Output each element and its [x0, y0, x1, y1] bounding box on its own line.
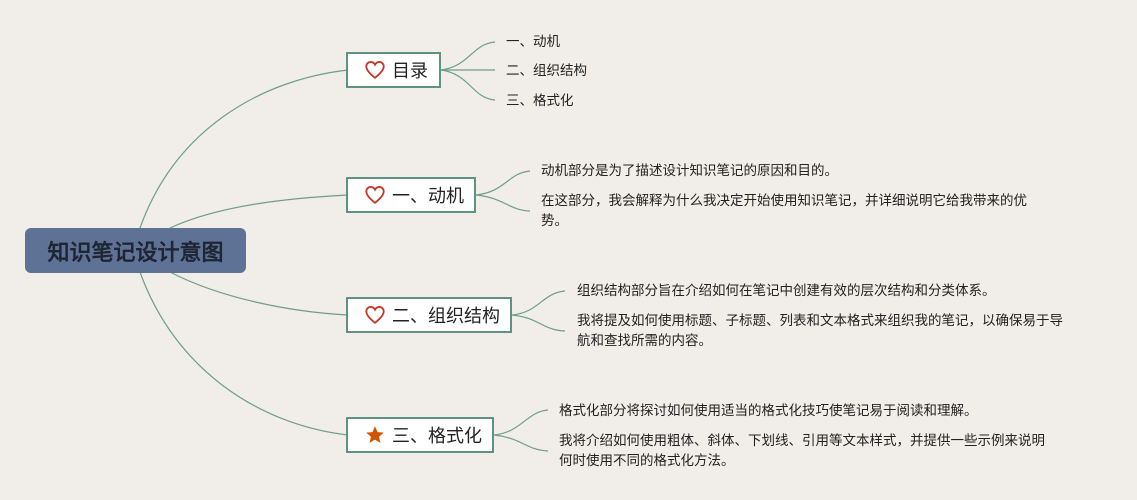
- motive-item-2[interactable]: 在这部分，我会解释为什么我决定开始使用知识笔记，并详细说明它给我带来的优势。: [541, 193, 1027, 229]
- branch-motive[interactable]: 一、动机: [346, 177, 476, 213]
- link-motive-1: [475, 170, 531, 196]
- link-toc-3: [440, 69, 496, 101]
- branch-structure-label: 二、组织结构: [392, 306, 500, 327]
- toc-item-1[interactable]: 一、动机: [506, 34, 560, 50]
- link-root-format: [139, 271, 349, 436]
- branch-structure[interactable]: 二、组织结构: [346, 297, 512, 333]
- branch-toc-label: 目录: [392, 61, 428, 82]
- motive-item-1[interactable]: 动机部分是为了描述设计知识笔记的原因和目的。: [541, 163, 838, 179]
- format-item-1[interactable]: 格式化部分将探讨如何使用适当的格式化技巧使笔记易于阅读和理解。: [559, 403, 978, 419]
- link-structure-1: [511, 290, 566, 316]
- toc-item-2[interactable]: 二、组织结构: [506, 63, 587, 79]
- heart-icon: [364, 59, 386, 81]
- root-topic-label: 知识笔记设计意图: [47, 240, 224, 266]
- structure-item-1[interactable]: 组织结构部分旨在介绍如何在笔记中创建有效的层次结构和分类体系。: [577, 283, 996, 299]
- heart-icon: [364, 304, 386, 326]
- toc-item-3[interactable]: 三、格式化: [506, 93, 574, 109]
- format-item-2[interactable]: 我将介绍如何使用粗体、斜体、下划线、引用等文本样式，并提供一些示例来说明何时使用…: [559, 433, 1045, 469]
- link-structure-2: [511, 314, 566, 332]
- link-motive-2: [475, 194, 531, 212]
- link-format-2: [493, 434, 549, 452]
- branch-format[interactable]: 三、格式化: [346, 417, 494, 453]
- branch-toc[interactable]: 目录: [346, 52, 441, 88]
- branch-format-label: 三、格式化: [392, 426, 482, 447]
- link-root-motive: [169, 194, 349, 229]
- root-topic[interactable]: 知识笔记设计意图: [25, 228, 246, 273]
- heart-icon: [364, 184, 386, 206]
- star-icon: [364, 424, 386, 446]
- link-format-1: [493, 409, 549, 436]
- link-root-structure: [169, 271, 349, 316]
- branch-motive-label: 一、动机: [392, 186, 464, 207]
- structure-item-2[interactable]: 我将提及如何使用标题、子标题、列表和文本格式来组织我的笔记，以确保易于导航和查找…: [577, 313, 1063, 349]
- link-root-toc: [139, 69, 349, 229]
- link-toc-1: [440, 41, 496, 71]
